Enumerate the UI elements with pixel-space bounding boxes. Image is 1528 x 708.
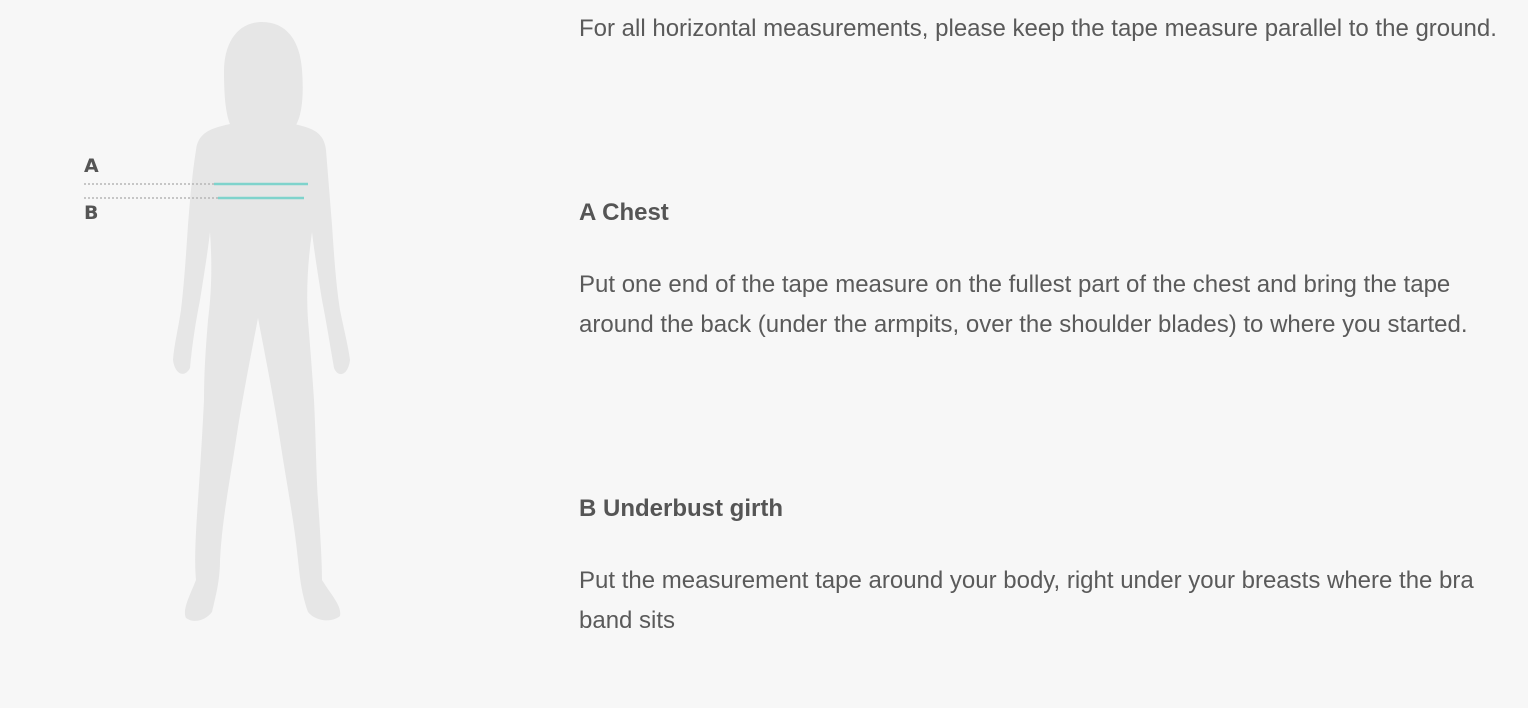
marker-label-b: B bbox=[84, 202, 99, 224]
intro-text: For all horizontal measurements, please … bbox=[579, 15, 1497, 42]
body-figure-panel: A B bbox=[0, 0, 560, 708]
female-body-silhouette-icon bbox=[84, 22, 350, 621]
marker-label-a: A bbox=[84, 155, 99, 177]
underbust-heading: B Underbust girth bbox=[579, 495, 783, 522]
underbust-description: Put the measurement tape around your bod… bbox=[579, 567, 1474, 634]
chest-heading: A Chest bbox=[579, 199, 669, 226]
chest-description: Put one end of the tape measure on the f… bbox=[579, 271, 1468, 338]
